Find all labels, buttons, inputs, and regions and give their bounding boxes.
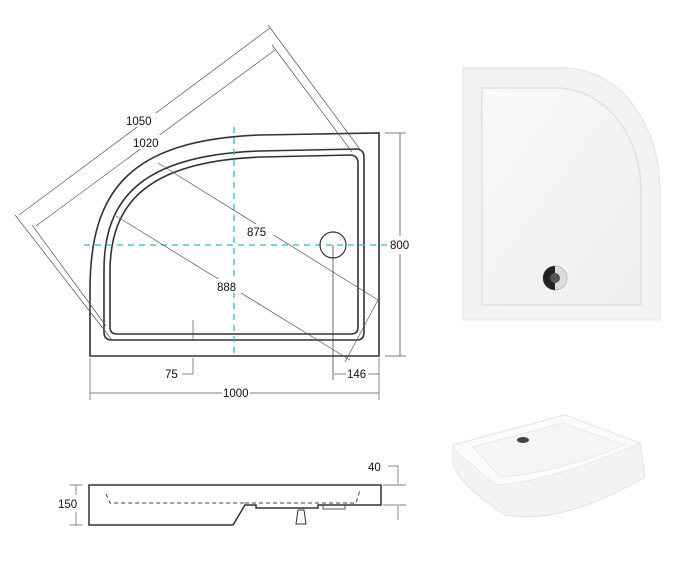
dim-888: 888 (217, 282, 236, 294)
dim-150: 150 (58, 499, 77, 511)
side-view-outline (88, 484, 382, 526)
dim-1020: 1020 (133, 138, 159, 150)
dim-75: 75 (165, 369, 178, 381)
adjustable-foot (295, 509, 307, 525)
dim-875: 875 (247, 227, 266, 239)
dim-40: 40 (368, 462, 381, 474)
dim-1000: 1000 (223, 388, 249, 400)
tray-outer-outline (89, 132, 380, 357)
dim-800: 800 (390, 240, 409, 252)
perspective-photo (452, 414, 646, 518)
dim-146: 146 (347, 369, 366, 381)
tray-basin-outline (109, 154, 359, 335)
drain-photo-perspective (517, 437, 529, 443)
tray-rim-outline (103, 148, 365, 341)
dim-1050: 1050 (126, 116, 152, 128)
top-view-photo (462, 67, 661, 321)
